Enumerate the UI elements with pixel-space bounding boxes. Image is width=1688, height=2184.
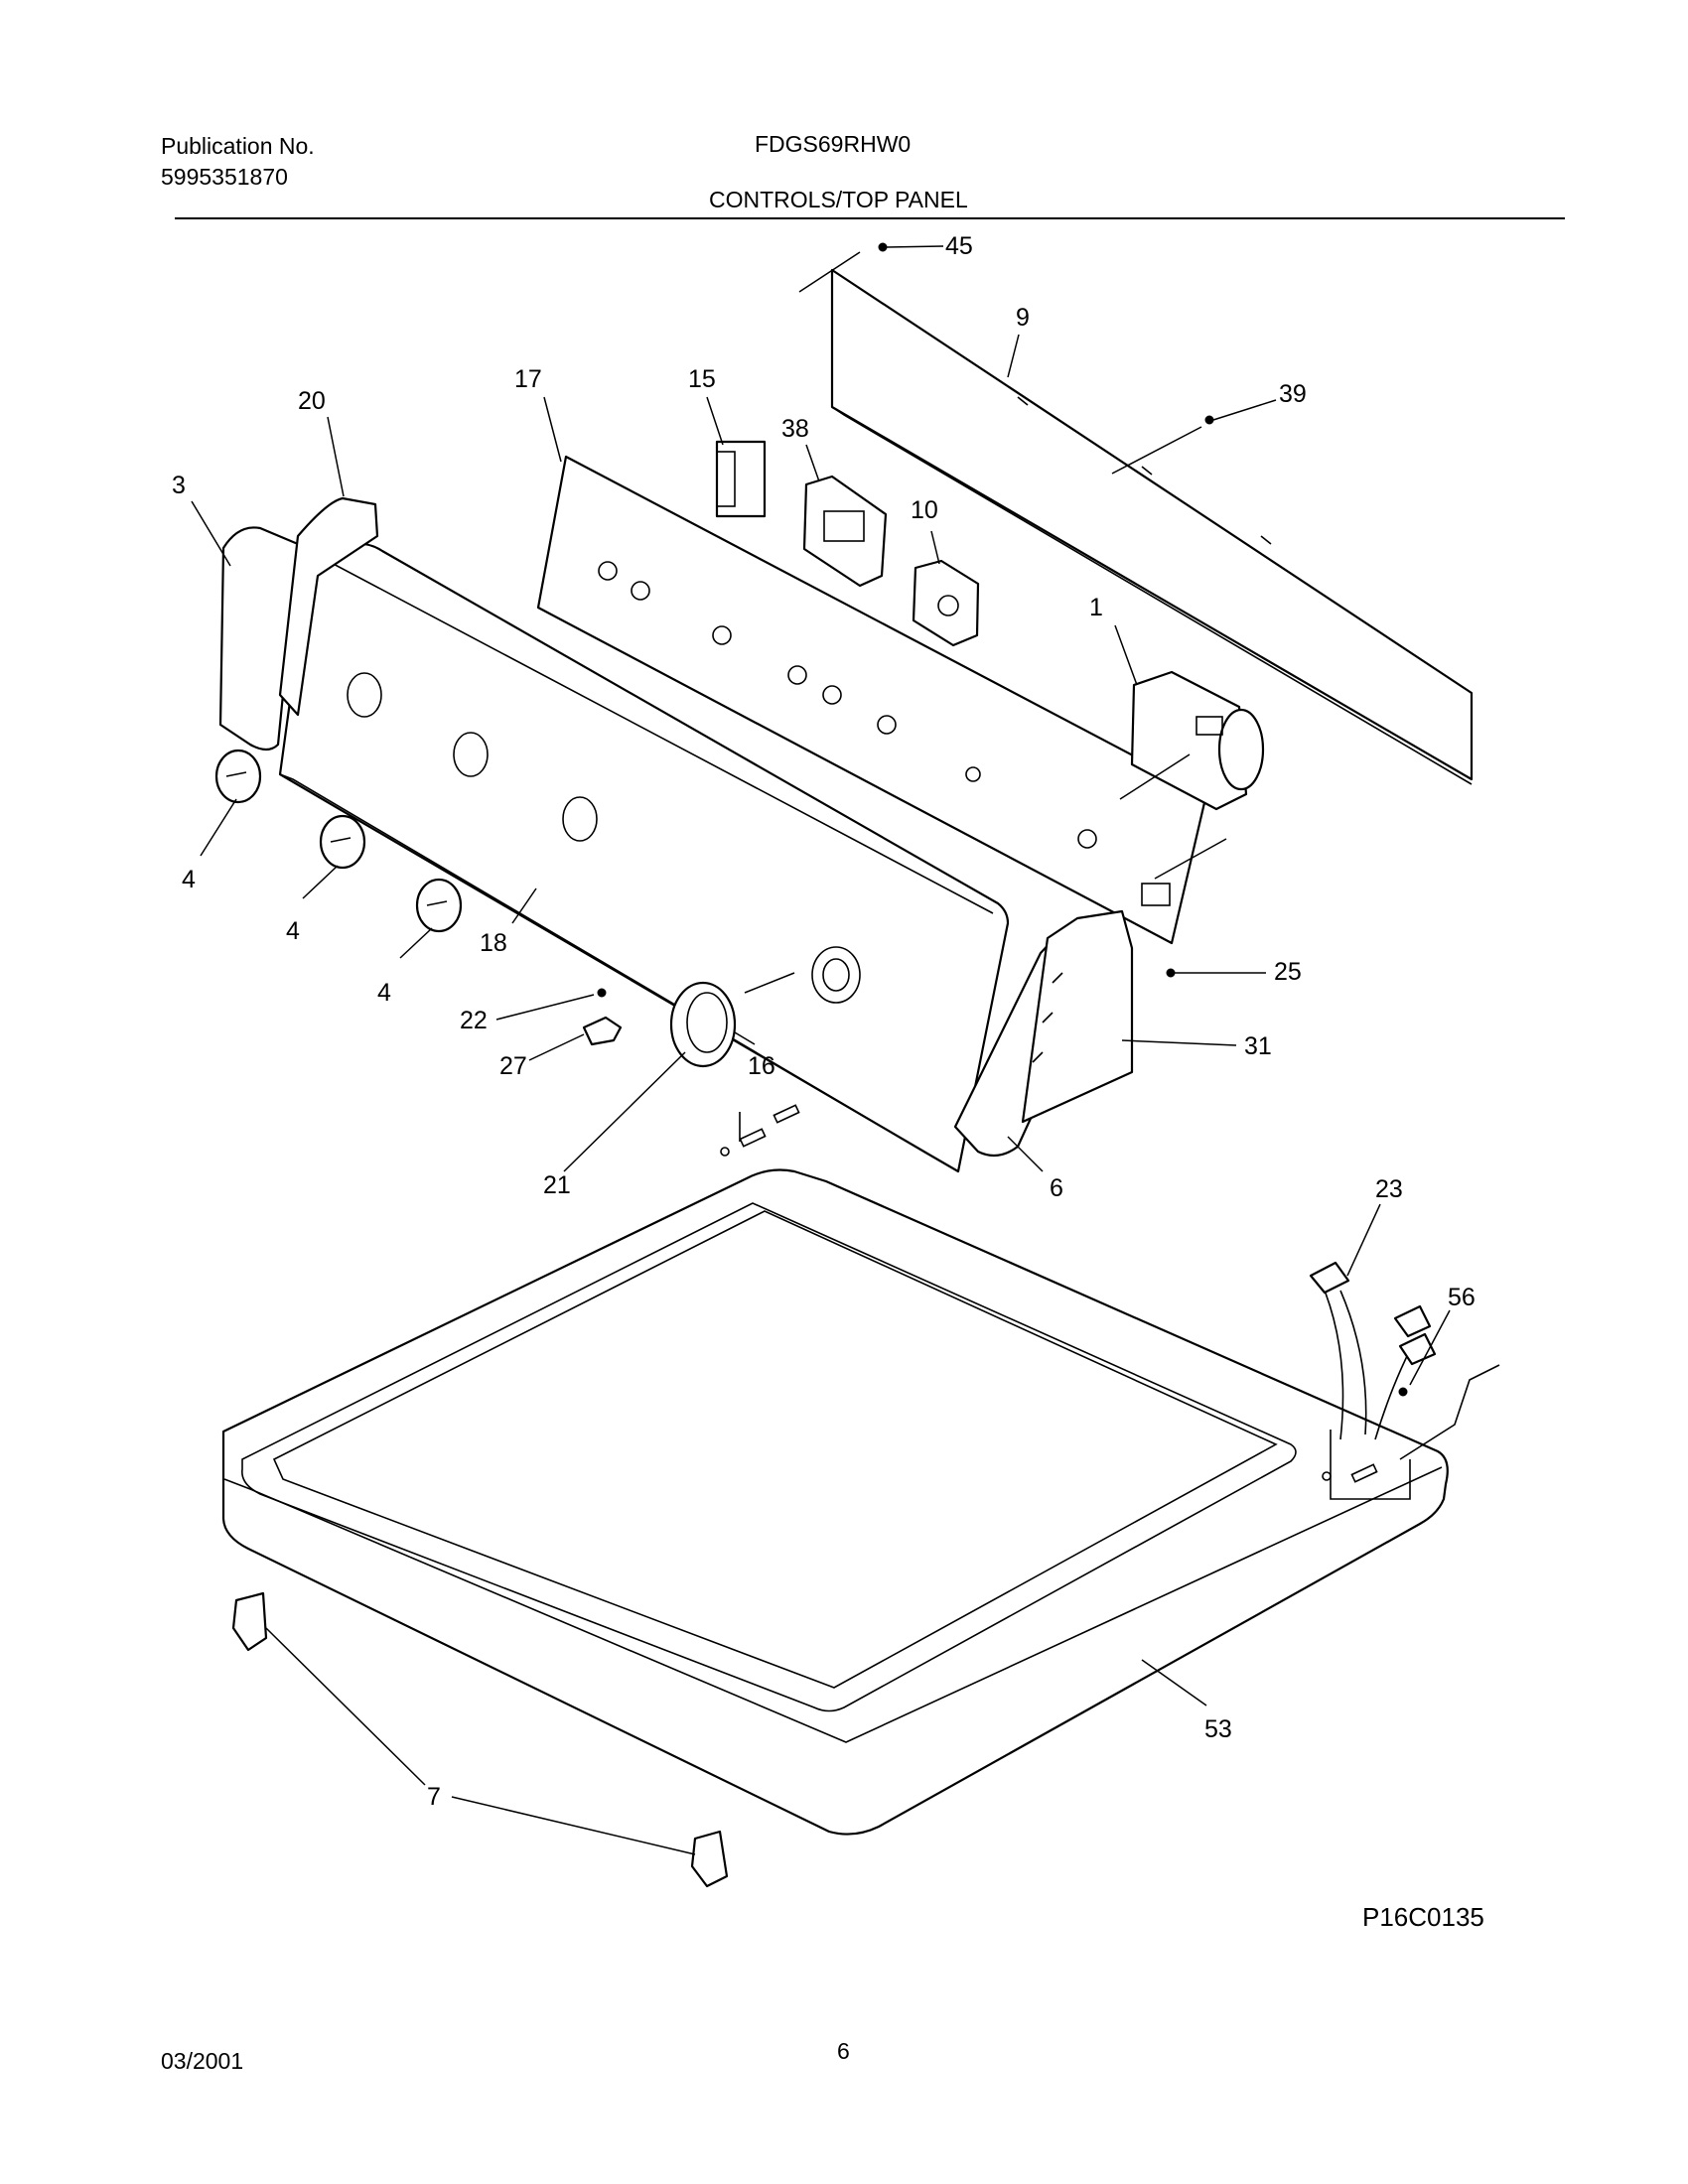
hardware-parts <box>231 242 1500 1888</box>
header-rule <box>175 217 1565 219</box>
callout-6: 6 <box>1050 1174 1063 1202</box>
callout-25: 25 <box>1274 958 1302 986</box>
switch-10-part <box>912 559 980 647</box>
rear-guard-part <box>798 251 1474 785</box>
callout-31: 31 <box>1244 1032 1272 1060</box>
left-end-cap-part <box>218 496 379 751</box>
drawing-code: P16C0135 <box>1362 1902 1484 1932</box>
switch-38-part <box>802 475 888 588</box>
knob-3-part <box>415 878 463 933</box>
switch-15-part <box>715 440 767 518</box>
callout-labels: 45 9 39 20 17 15 38 10 3 1 4 4 4 18 25 2… <box>172 232 1476 1811</box>
callout-56: 56 <box>1448 1284 1476 1311</box>
callout-17: 17 <box>514 365 542 393</box>
callout-1: 1 <box>1089 594 1103 621</box>
section-title: CONTROLS/TOP PANEL <box>709 187 968 212</box>
knob-2-part <box>319 814 366 870</box>
publication-date: 03/2001 <box>161 2048 244 2074</box>
callout-53: 53 <box>1204 1715 1232 1743</box>
callout-38: 38 <box>781 415 809 443</box>
callout-4b: 4 <box>286 917 300 945</box>
callout-16: 16 <box>748 1052 775 1080</box>
top-panel-part <box>221 1104 1449 1836</box>
callout-3: 3 <box>172 472 186 499</box>
callout-10: 10 <box>911 496 938 524</box>
callout-23: 23 <box>1375 1175 1403 1203</box>
callout-20: 20 <box>298 387 326 415</box>
callout-4c: 4 <box>377 979 391 1007</box>
callout-9: 9 <box>1016 304 1030 332</box>
callout-15: 15 <box>688 365 716 393</box>
model-number: FDGS69RHW0 <box>755 131 912 157</box>
knob-1-part <box>214 749 262 804</box>
publication-label: Publication No. <box>161 133 315 159</box>
callout-27: 27 <box>499 1052 527 1080</box>
callout-4a: 4 <box>182 866 196 893</box>
callout-39: 39 <box>1279 380 1307 408</box>
publication-number: 5995351870 <box>161 164 288 190</box>
callout-22: 22 <box>460 1007 488 1034</box>
callout-7: 7 <box>427 1783 441 1811</box>
callout-45: 45 <box>945 232 973 260</box>
callout-18: 18 <box>480 929 507 957</box>
right-end-cap-part <box>953 909 1134 1158</box>
page-number: 6 <box>837 2038 850 2064</box>
knob-large-part <box>669 981 737 1068</box>
timer-1-part <box>1130 670 1265 811</box>
leader-lines <box>191 245 1451 1855</box>
callout-21: 21 <box>543 1171 571 1199</box>
